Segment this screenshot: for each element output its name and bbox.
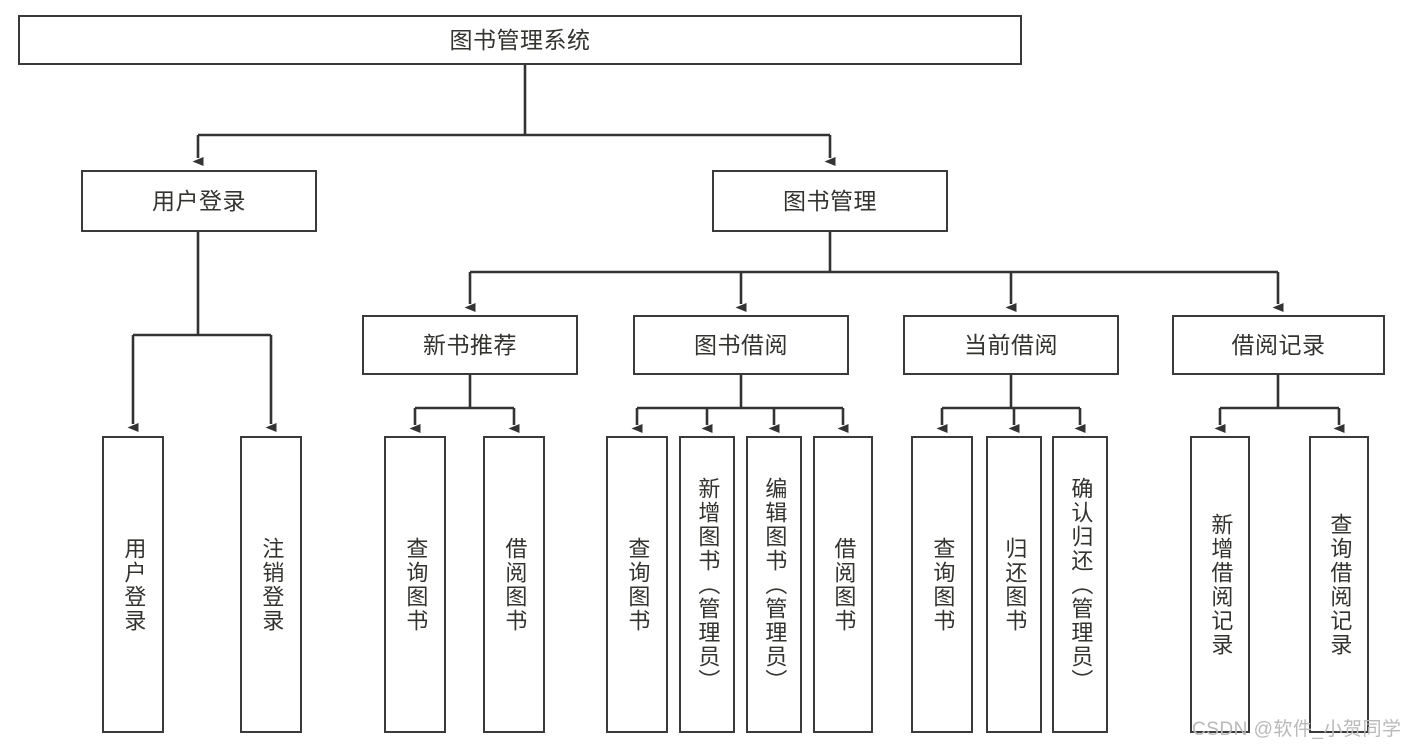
leaf-edit-book[interactable]: 编辑图书（管理员） [746, 436, 802, 733]
node-label: 确认归还（管理员） [1068, 476, 1094, 693]
node-book-manage[interactable]: 图书管理 [712, 170, 948, 232]
leaf-add-book[interactable]: 新增图书（管理员） [679, 436, 735, 733]
node-label: 查询借阅记录 [1327, 512, 1353, 657]
node-label: 图书管理系统 [449, 26, 591, 53]
leaf-add-borrow-record[interactable]: 新增借阅记录 [1190, 436, 1250, 733]
node-label: 查询图书 [625, 536, 651, 633]
node-label: 借阅记录 [1231, 331, 1326, 358]
node-label: 借阅图书 [502, 536, 528, 633]
node-label: 查询图书 [930, 536, 956, 633]
csdn-watermark: CSDN @软件_小贺同学 [1192, 719, 1402, 740]
node-label: 用户登录 [152, 187, 246, 214]
node-label: 用户登录 [121, 536, 147, 633]
node-label: 新增图书（管理员） [695, 476, 721, 693]
leaf-user-login[interactable]: 用户登录 [102, 436, 164, 733]
node-book-borrow[interactable]: 图书借阅 [633, 315, 849, 375]
leaf-borrow-book-1[interactable]: 借阅图书 [483, 436, 545, 733]
node-root-system[interactable]: 图书管理系统 [18, 15, 1022, 65]
node-label: 图书管理 [783, 187, 877, 214]
leaf-query-book-1[interactable]: 查询图书 [384, 436, 446, 733]
leaf-query-borrow-record[interactable]: 查询借阅记录 [1309, 436, 1369, 733]
node-label: 归还图书 [1002, 536, 1028, 633]
leaf-logout[interactable]: 注销登录 [240, 436, 302, 733]
node-label: 新书推荐 [423, 331, 517, 358]
leaf-query-book-3[interactable]: 查询图书 [911, 436, 973, 733]
node-label: 编辑图书（管理员） [762, 476, 788, 693]
node-current-borrow[interactable]: 当前借阅 [903, 315, 1119, 375]
node-label: 新增借阅记录 [1208, 512, 1234, 657]
node-new-book-recommend[interactable]: 新书推荐 [362, 315, 578, 375]
node-label: 查询图书 [403, 536, 429, 633]
node-label: 借阅图书 [831, 536, 857, 633]
node-label: 注销登录 [259, 536, 285, 633]
leaf-confirm-return[interactable]: 确认归还（管理员） [1052, 436, 1108, 733]
node-label: 当前借阅 [964, 331, 1058, 358]
node-label: 图书借阅 [694, 331, 788, 358]
leaf-borrow-book-2[interactable]: 借阅图书 [813, 436, 873, 733]
node-user-login[interactable]: 用户登录 [81, 170, 317, 232]
leaf-query-book-2[interactable]: 查询图书 [606, 436, 668, 733]
node-borrow-record[interactable]: 借阅记录 [1172, 315, 1385, 375]
leaf-return-book[interactable]: 归还图书 [986, 436, 1042, 733]
